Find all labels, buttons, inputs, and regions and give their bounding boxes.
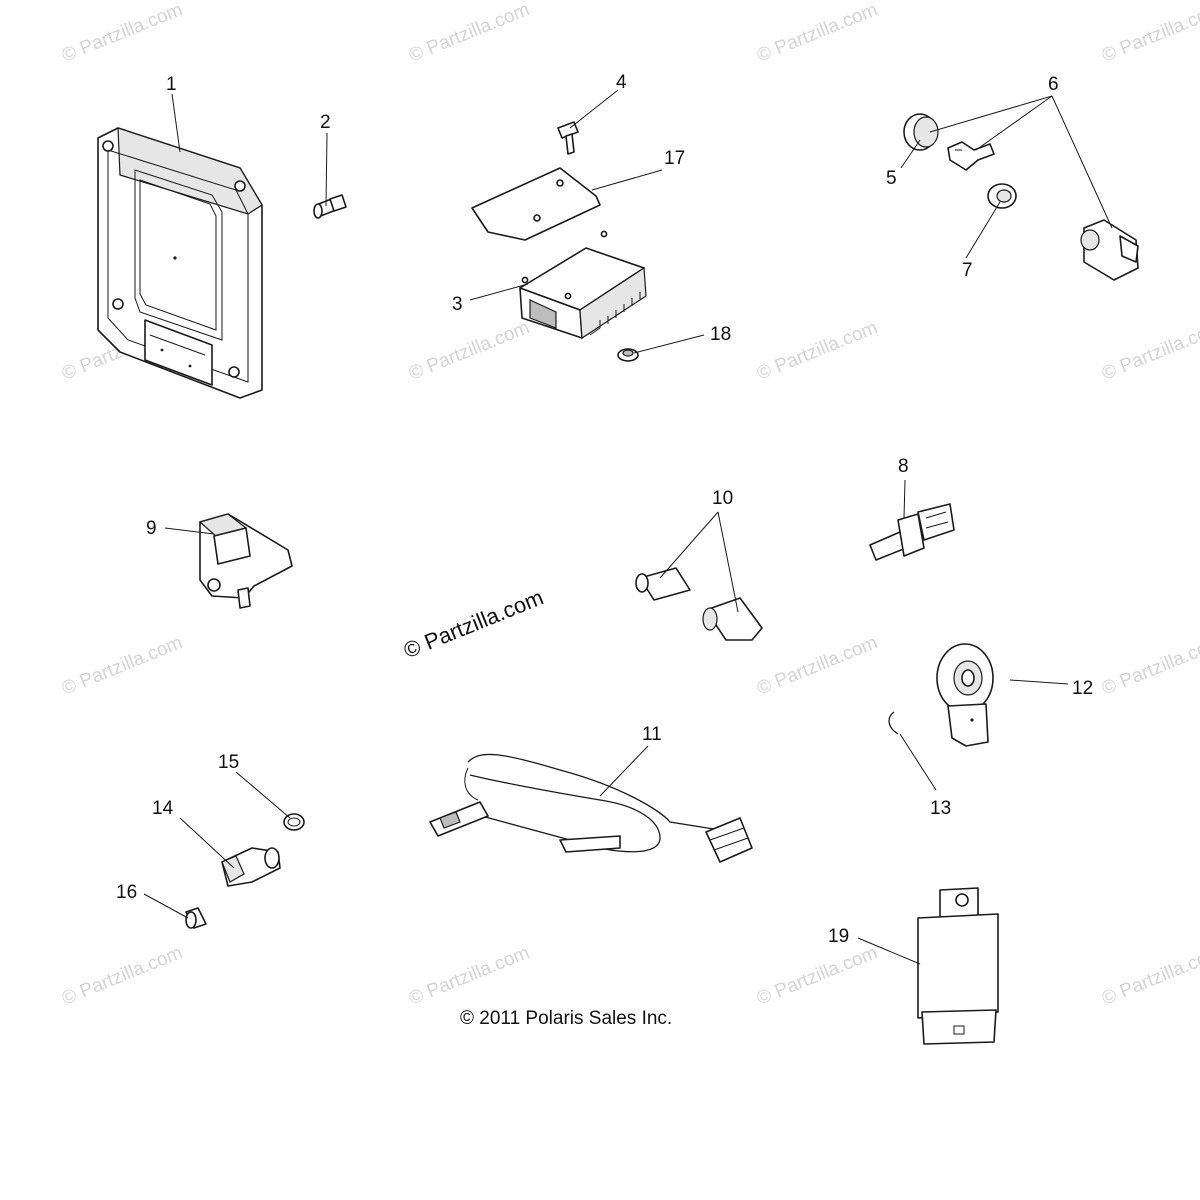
part-14-cam-sensor xyxy=(221,847,281,887)
watermark: © Partzilla.com xyxy=(59,0,186,67)
callout-14: 14 xyxy=(152,798,174,819)
callout-2: 2 xyxy=(320,112,331,133)
part-11-harness xyxy=(429,753,753,863)
callout-8: 8 xyxy=(898,456,909,477)
leader-lines xyxy=(143,89,1113,965)
watermark: © Partzilla.com xyxy=(59,632,186,699)
watermark: © Partzilla.com xyxy=(1099,317,1200,384)
callout-1: 1 xyxy=(166,74,177,95)
watermark: © Partzilla.com xyxy=(754,942,881,1009)
watermark: © Partzilla.com xyxy=(406,942,533,1009)
callout-12: 12 xyxy=(1072,678,1093,699)
copyright-label: © 2011 Polaris Sales Inc. xyxy=(460,1008,673,1029)
callout-19: 19 xyxy=(828,926,849,947)
callout-10: 10 xyxy=(712,488,733,509)
callout-13: 13 xyxy=(930,798,951,819)
watermark: © Partzilla.com xyxy=(406,0,533,67)
callout-6: 6 xyxy=(1048,74,1059,95)
watermark: © Partzilla.com xyxy=(59,942,186,1009)
part-2-bolt xyxy=(313,194,347,219)
callout-labels: 1 2 3 4 5 6 7 8 9 10 11 12 13 14 15 16 1… xyxy=(116,72,1093,947)
part-1-ecu xyxy=(97,127,263,399)
part-16-plug xyxy=(185,907,207,929)
part-18-grommet xyxy=(617,348,639,362)
watermark: © Partzilla.com xyxy=(1099,0,1200,67)
part-4-screw xyxy=(557,121,579,155)
callout-7: 7 xyxy=(962,260,973,281)
part-8-sensor xyxy=(869,503,955,561)
callout-16: 16 xyxy=(116,882,137,903)
part-7-ring xyxy=(987,183,1017,209)
part-15-oring xyxy=(283,813,305,831)
callout-5: 5 xyxy=(886,168,897,189)
part-10-pins xyxy=(635,567,763,641)
part-17-gasket xyxy=(471,167,601,241)
callout-3: 3 xyxy=(452,294,463,315)
watermark: © Partzilla.com xyxy=(754,317,881,384)
watermark: © Partzilla.com xyxy=(754,632,881,699)
watermark: © Partzilla.com xyxy=(754,0,881,67)
part-3-module xyxy=(519,230,647,340)
part-13-clip xyxy=(888,711,899,735)
watermark: © Partzilla.com xyxy=(1099,632,1200,699)
part-6-sensor xyxy=(1080,219,1139,281)
part-12-knock-sensor xyxy=(936,643,994,747)
part-5-cap xyxy=(903,113,939,151)
part-6-tab xyxy=(947,141,995,171)
callout-4: 4 xyxy=(616,72,627,93)
callout-18: 18 xyxy=(710,324,731,345)
watermark: © Partzilla.com xyxy=(1099,942,1200,1009)
callout-9: 9 xyxy=(146,518,157,539)
callout-15: 15 xyxy=(218,752,239,773)
part-19-relay xyxy=(917,887,999,1045)
callout-11: 11 xyxy=(642,724,662,745)
callout-17: 17 xyxy=(664,148,685,169)
part-9-map-sensor xyxy=(198,513,293,609)
watermark: © Partzilla.com xyxy=(406,317,533,384)
